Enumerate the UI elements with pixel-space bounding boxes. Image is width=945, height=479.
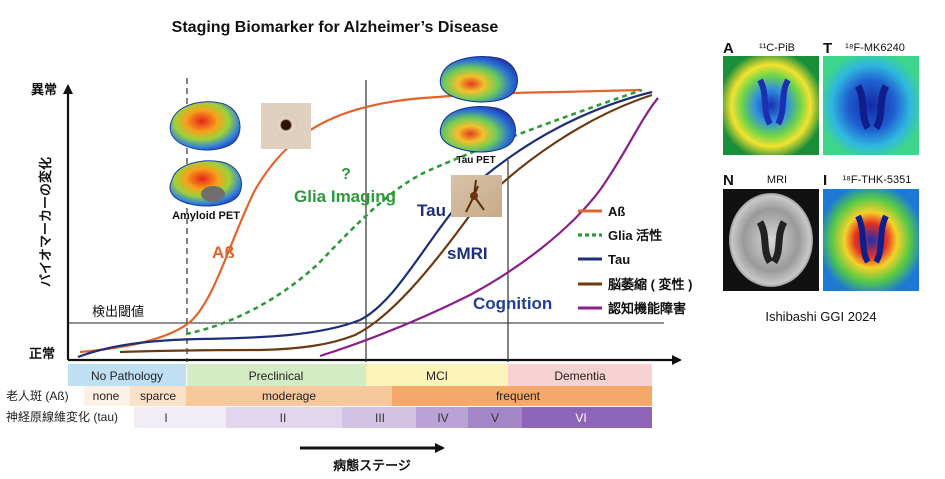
braak-cell-5 — [468, 407, 522, 428]
tau-curve — [77, 90, 653, 359]
tangle-row: 神経原線維変化 (tau) I II III IV V VI — [6, 407, 652, 428]
braak-text-6: VI — [575, 411, 586, 425]
stage-cell-dementia — [508, 364, 652, 386]
braak-text-2: II — [280, 411, 287, 425]
amyloid-pet-images — [169, 101, 242, 207]
figure-title: Staging Biomarker for Alzheimer’s Diseas… — [172, 19, 499, 36]
panel-a-tracer: ¹¹C-PiB — [759, 42, 795, 54]
stage-cell-preclinical — [187, 364, 366, 386]
plaque-text-moderage: moderage — [262, 389, 316, 403]
disease-stage-label: 病態ステージ — [333, 458, 411, 473]
plaque-text-none: none — [93, 389, 120, 403]
image-credit: Ishibashi GGI 2024 — [765, 309, 876, 324]
braak-cell-6 — [522, 407, 652, 428]
abeta-curve-label: Aß — [212, 243, 235, 262]
cognition-curve-label: Cognition — [473, 294, 552, 313]
panel-t: T ¹⁸F-MK6240 — [823, 40, 919, 155]
panel-i-letter: I — [823, 172, 827, 189]
glia-curve-label: Glia Imaging — [294, 187, 396, 206]
legend: Aß Glia 活性 Tau 脳萎縮 ( 変性 ) 認知機能障害 — [578, 204, 693, 316]
plaque-cell-sparce — [130, 386, 186, 406]
tangle-row-label: 神経原線維変化 (tau) — [6, 409, 118, 424]
braak-cell-2 — [226, 407, 342, 428]
panel-n-letter: N — [723, 172, 734, 189]
panel-t-scan — [823, 56, 919, 155]
y-axis-top-label: 異常 — [31, 82, 57, 97]
amyloid-pet-brain-top — [169, 101, 241, 151]
stage-bar: No Pathology Preclinical MCI Dementia — [68, 364, 652, 386]
legend-label-cognition: 認知機能障害 — [608, 301, 686, 316]
panel-a: A ¹¹C-PiB — [723, 40, 819, 155]
tau-pet-images — [439, 56, 518, 153]
braak-text-4: IV — [437, 411, 448, 425]
stage-label-mci: MCI — [426, 369, 448, 383]
panel-t-tracer: ¹⁸F-MK6240 — [845, 42, 905, 54]
plaque-text-frequent: frequent — [496, 389, 541, 403]
stage-label-preclinical: Preclinical — [249, 369, 304, 383]
braak-text-5: V — [491, 411, 499, 425]
glia-curve — [185, 88, 643, 336]
glia-question-label: ? — [341, 166, 351, 183]
legend-label-tau: Tau — [608, 252, 630, 267]
stage-label-no-pathology: No Pathology — [91, 369, 163, 383]
legend-label-glia: Glia 活性 — [608, 228, 662, 243]
legend-label-abeta: Aß — [608, 204, 625, 219]
smri-curve-label: sMRI — [447, 244, 488, 263]
plaque-cell-none — [84, 386, 130, 406]
legend-label-atrophy: 脳萎縮 ( 変性 ) — [608, 277, 693, 292]
braak-cell-1 — [134, 407, 226, 428]
panel-a-letter: A — [723, 40, 734, 57]
plaque-cell-frequent — [392, 386, 652, 406]
tangle-histology — [451, 175, 502, 217]
tau-pet-brain-top — [439, 56, 518, 103]
braak-cell-3 — [342, 407, 416, 428]
stage-cell-no-pathology — [68, 364, 186, 386]
panel-n-tracer: MRI — [767, 174, 787, 186]
cognition-curve — [319, 97, 659, 358]
plaque-text-sparce: sparce — [140, 389, 176, 403]
atrophy-curve — [119, 93, 653, 354]
braak-text-1: I — [164, 411, 167, 425]
panel-n: N MRI — [723, 172, 819, 291]
y-axis-bottom-label: 正常 — [29, 346, 55, 361]
tau-curve-label: Tau — [417, 201, 446, 220]
threshold-label: 検出閾値 — [92, 304, 144, 319]
panel-i-scan — [823, 189, 919, 291]
panel-t-letter: T — [823, 40, 832, 57]
plaque-cell-moderage — [186, 386, 392, 406]
tau-pet-label: Tau PET — [456, 155, 495, 166]
stage-label-dementia: Dementia — [554, 369, 606, 383]
amyloid-pet-cerebellum — [201, 186, 225, 202]
plaque-row: 老人斑 (Aß) none sparce moderage frequent — [6, 386, 652, 406]
plaque-row-label: 老人斑 (Aß) — [6, 389, 69, 403]
y-axis-label: バイオマーカーの変化 — [38, 157, 53, 287]
panel-i-tracer: ¹⁸F-THK-5351 — [843, 174, 912, 186]
panel-a-scan — [723, 56, 819, 155]
braak-cell-4 — [416, 407, 468, 428]
tau-pet-brain-bottom — [439, 106, 516, 153]
amyloid-plaque-histology — [261, 103, 311, 149]
amyloid-pet-label: Amyloid PET — [172, 210, 240, 222]
panel-i: I ¹⁸F-THK-5351 — [823, 172, 919, 291]
braak-text-3: III — [375, 411, 385, 425]
stage-cell-mci — [366, 364, 508, 386]
